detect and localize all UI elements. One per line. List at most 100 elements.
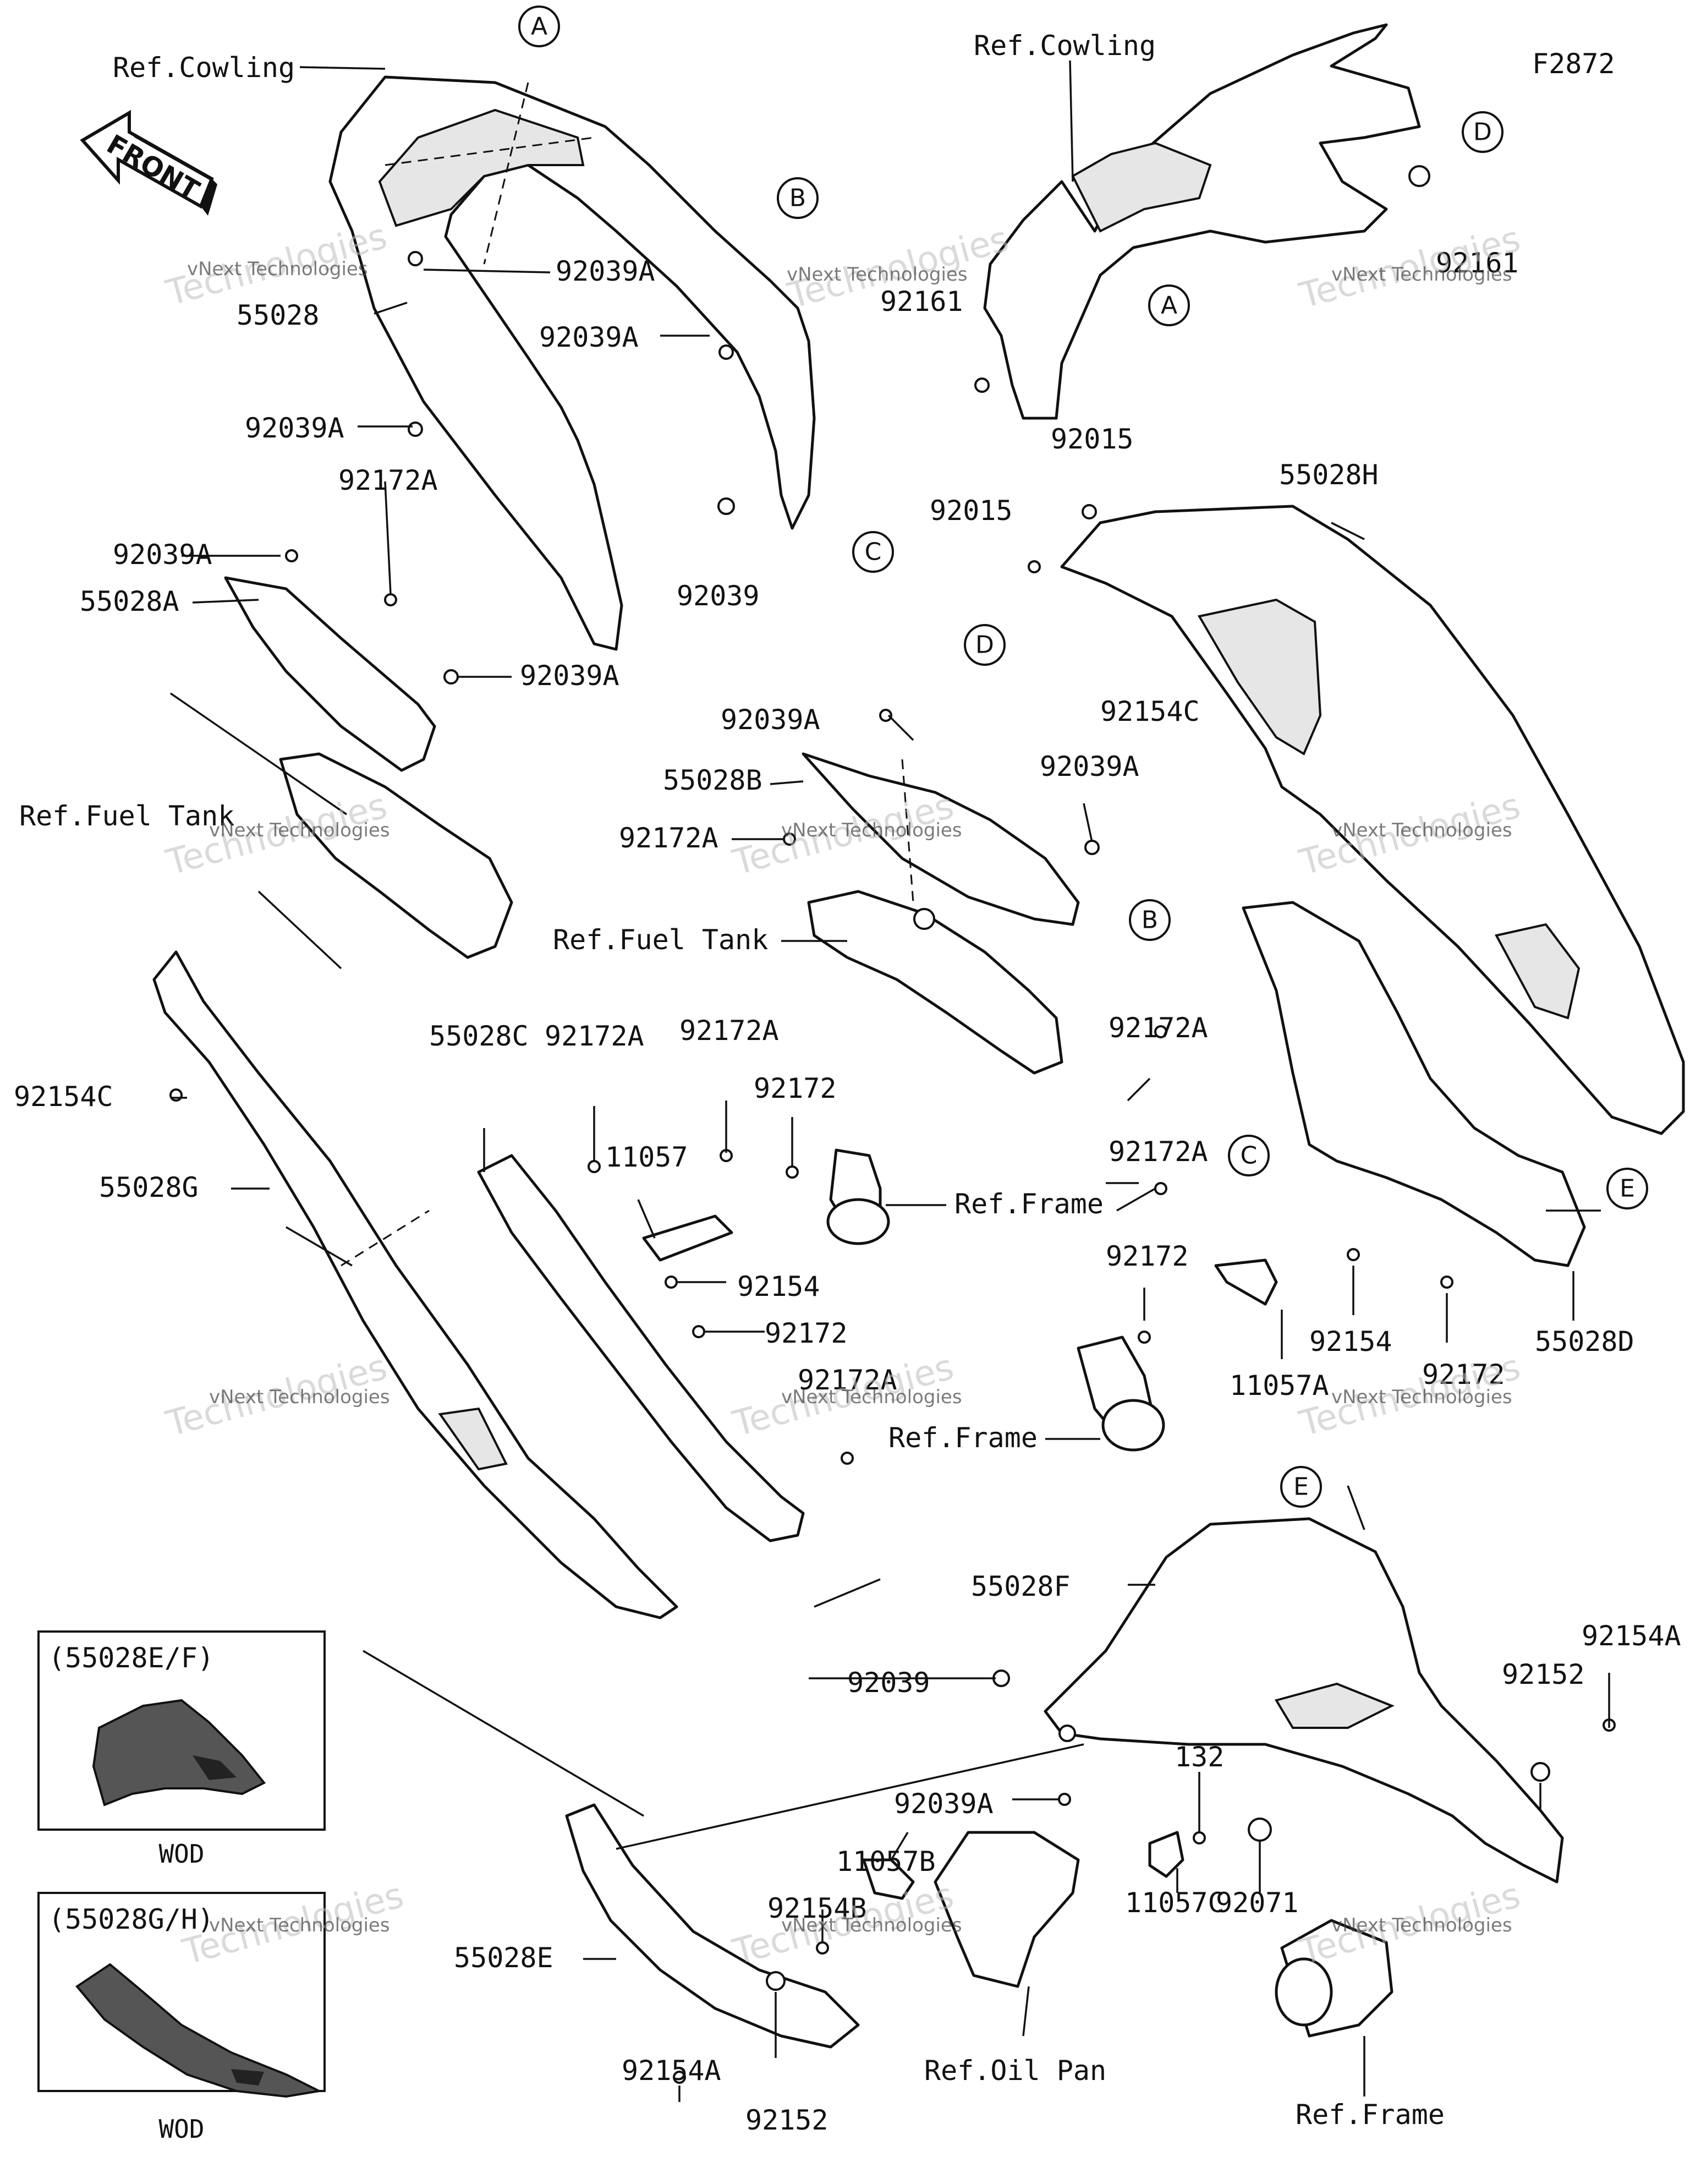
label-11057C: 11057C xyxy=(1125,1887,1225,1919)
oil-pan-piece xyxy=(934,1831,1080,1988)
label-92172A-6: 92172A xyxy=(679,1015,779,1047)
label-92172-2: 92172 xyxy=(1422,1359,1505,1391)
bracket-11057B[interactable] xyxy=(862,1858,915,1900)
svg-text:E: E xyxy=(1620,1175,1635,1203)
svg-text:vNext Technologies: vNext Technologies xyxy=(781,819,962,841)
label-92154B: 92154B xyxy=(767,1892,867,1924)
fuel-tank-center-piece xyxy=(807,890,1063,1075)
label-92172A-1: 92172A xyxy=(338,464,438,496)
label-92039A-1: 92039A xyxy=(556,255,655,287)
svg-text:vNext Technologies: vNext Technologies xyxy=(1331,1914,1512,1936)
frame-right-piece xyxy=(1077,1335,1165,1452)
label-92172-4: 92172 xyxy=(765,1317,848,1349)
label-11057A: 11057A xyxy=(1230,1370,1329,1402)
label-55028A: 55028A xyxy=(80,585,179,617)
panel-55028G[interactable] xyxy=(152,950,678,1619)
label-92039A-5: 92039A xyxy=(520,660,619,692)
label-ref-frame-center: Ref.Frame xyxy=(954,1188,1104,1220)
label-92161-2: 92161 xyxy=(1436,247,1519,279)
label-92172A-5: 92172A xyxy=(545,1020,644,1052)
label-92154C-2: 92154C xyxy=(14,1081,113,1113)
label-55028E: 55028E xyxy=(454,1942,553,1974)
label-92039A-6: 92039A xyxy=(721,704,820,736)
figure-code: F2872 xyxy=(1532,48,1615,80)
callout-circle-B-mid: B xyxy=(1129,899,1171,941)
dashed-guide-lines xyxy=(341,82,914,1267)
label-92154-1: 92154 xyxy=(1309,1326,1392,1358)
callout-circle-A-right: A xyxy=(1148,284,1190,326)
fuel-tank-left-piece xyxy=(279,752,513,959)
callout-circle-D-mid: D xyxy=(964,624,1006,666)
label-92039A-3: 92039A xyxy=(245,412,344,444)
label-92015-2: 92015 xyxy=(930,495,1013,527)
svg-text:B: B xyxy=(1142,906,1158,934)
svg-text:vNext Technologies: vNext Technologies xyxy=(209,1914,390,1936)
label-92154C-1: 92154C xyxy=(1100,696,1200,727)
svg-text:E: E xyxy=(1293,1473,1309,1501)
label-92039A-4: 92039A xyxy=(113,539,212,571)
label-92172-1: 92172 xyxy=(1106,1240,1189,1272)
panel-55028D[interactable] xyxy=(1242,901,1586,1267)
callout-circle-A-top: A xyxy=(518,6,560,47)
label-ref-frame-bottom: Ref.Frame xyxy=(1296,2099,1445,2131)
label-92039: 92039 xyxy=(677,580,760,612)
label-55028F: 55028F xyxy=(971,1570,1071,1602)
label-92172-3: 92172 xyxy=(754,1072,837,1104)
svg-text:vNext Technologies: vNext Technologies xyxy=(781,1386,962,1408)
label-ref-cowling-left: Ref.Cowling xyxy=(113,52,295,84)
svg-text:vNext Technologies: vNext Technologies xyxy=(209,1386,390,1408)
svg-text:D: D xyxy=(975,631,994,659)
label-92015-1: 92015 xyxy=(1051,423,1134,455)
label-ref-frame-right: Ref.Frame xyxy=(888,1422,1038,1454)
label-132: 132 xyxy=(1175,1741,1224,1773)
callout-circle-C-mid: C xyxy=(1228,1135,1270,1176)
label-92039A-2: 92039A xyxy=(539,321,639,353)
bracket-11057[interactable] xyxy=(642,1214,733,1262)
panel-55028E[interactable] xyxy=(565,1803,860,2049)
label-11057: 11057 xyxy=(605,1141,688,1173)
label-92172A-4: 92172A xyxy=(1109,1136,1208,1168)
label-ref-fuel-tank-left: Ref.Fuel Tank xyxy=(19,800,234,832)
frame-center-piece xyxy=(826,1148,890,1245)
label-92039A-7: 92039A xyxy=(1040,751,1139,782)
leader-lines xyxy=(170,60,1610,2102)
panel-55028C[interactable] xyxy=(477,1154,805,1542)
front-arrow-icon: FRONT xyxy=(80,110,217,216)
svg-text:vNext Technologies: vNext Technologies xyxy=(1331,264,1512,286)
label-55028C: 55028C xyxy=(429,1020,529,1052)
svg-text:D: D xyxy=(1473,118,1492,146)
inset-gh-title: (55028G/H) xyxy=(48,1903,214,1935)
label-92152-1: 92152 xyxy=(1502,1658,1585,1690)
svg-text:A: A xyxy=(1161,292,1177,320)
svg-text:B: B xyxy=(789,184,806,212)
panel-55028B[interactable] xyxy=(802,752,1080,926)
svg-text:vNext Technologies: vNext Technologies xyxy=(1331,819,1512,841)
label-55028: 55028 xyxy=(237,299,320,331)
label-92154-2: 92154 xyxy=(737,1271,820,1302)
label-92039A-8: 92039A xyxy=(894,1788,994,1820)
label-92152-2: 92152 xyxy=(745,2104,828,2136)
label-55028D: 55028D xyxy=(1535,1326,1634,1358)
label-92161-1: 92161 xyxy=(880,286,963,318)
svg-text:vNext Technologies: vNext Technologies xyxy=(187,258,368,280)
label-11057B: 11057B xyxy=(836,1846,936,1878)
callout-circle-C-top: C xyxy=(852,531,894,573)
svg-text:vNext Technologies: vNext Technologies xyxy=(781,1914,962,1936)
bracket-11057A[interactable] xyxy=(1214,1258,1278,1306)
label-55028B: 55028B xyxy=(663,764,762,796)
cowling-upper-right xyxy=(983,23,1421,420)
inset-55028GH: (55028G/H) WOD xyxy=(37,1892,326,2144)
bracket-11057C[interactable] xyxy=(1148,1831,1184,1878)
callout-circle-E-bottom: E xyxy=(1280,1466,1322,1508)
panel-55028A[interactable] xyxy=(224,576,436,772)
hardware-markers xyxy=(169,165,1616,2084)
inset-ef-caption: WOD xyxy=(158,1839,204,1869)
svg-text:C: C xyxy=(1241,1142,1258,1170)
svg-text:vNext Technologies: vNext Technologies xyxy=(209,819,390,841)
label-92154A-1: 92154A xyxy=(1582,1620,1681,1652)
frame-bottom-piece xyxy=(1275,1919,1393,2038)
label-55028H: 55028H xyxy=(1279,459,1379,491)
label-92039-2: 92039 xyxy=(847,1667,930,1699)
label-92172A-2: 92172A xyxy=(619,822,718,854)
